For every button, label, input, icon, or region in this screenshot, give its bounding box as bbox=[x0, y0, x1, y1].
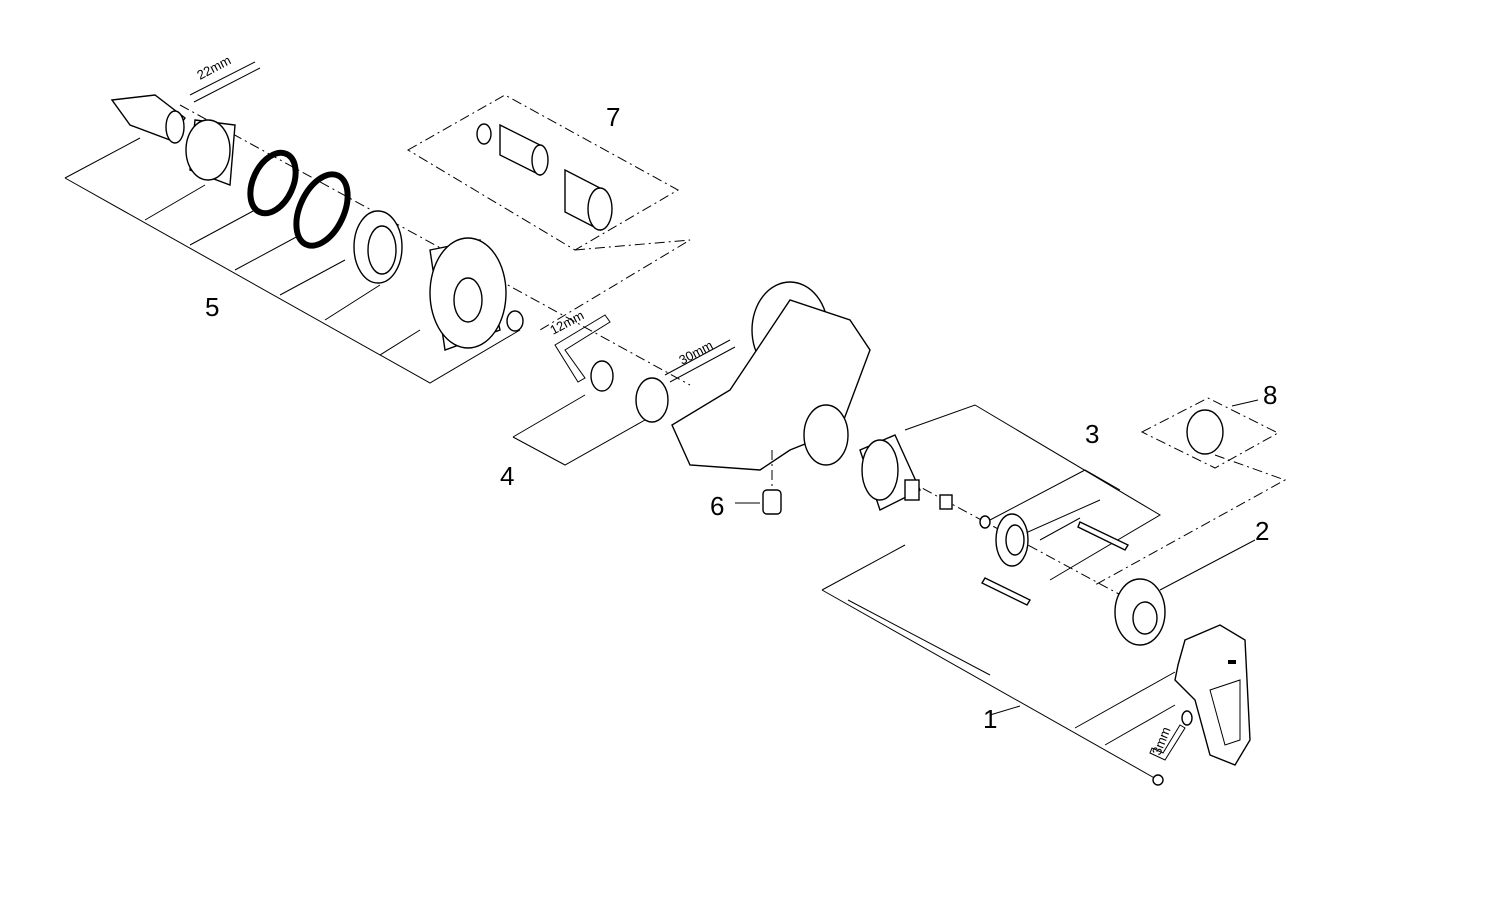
screw-part bbox=[981, 577, 1031, 606]
kit-7-box bbox=[407, 94, 691, 331]
leader-group-1 bbox=[821, 539, 1256, 781]
callout-1: 1 bbox=[983, 704, 997, 734]
wrench-22mm-icon: 22mm bbox=[189, 52, 261, 103]
callout-4: 4 bbox=[500, 461, 514, 491]
screw-part bbox=[1077, 521, 1129, 551]
nut-part bbox=[635, 377, 669, 423]
callout-3: 3 bbox=[1085, 419, 1099, 449]
o-ring-part bbox=[247, 149, 299, 217]
callout-7: 7 bbox=[606, 102, 620, 132]
group-5-parts bbox=[110, 94, 524, 351]
svg-text:30mm: 30mm bbox=[676, 337, 715, 367]
nipple-part bbox=[590, 360, 614, 392]
svg-text:22mm: 22mm bbox=[194, 52, 233, 82]
hex-key-3mm-icon: 3mm bbox=[1149, 724, 1186, 761]
washer-part bbox=[506, 310, 524, 332]
kit-8-box bbox=[1094, 397, 1287, 586]
svg-text:12mm: 12mm bbox=[547, 307, 586, 337]
wrench-30mm-icon: 30mm bbox=[664, 337, 736, 383]
leader-group-3 bbox=[869, 404, 1161, 601]
leader-group-5 bbox=[64, 104, 691, 386]
callout-6: 6 bbox=[710, 491, 724, 521]
adapter-part bbox=[939, 494, 953, 510]
lever-handle-part bbox=[1174, 624, 1251, 766]
cartridge-part bbox=[859, 434, 1129, 606]
flow-restrictor-part bbox=[735, 489, 782, 515]
callout-2: 2 bbox=[1255, 516, 1269, 546]
leader-group-4 bbox=[512, 394, 646, 466]
washer-part bbox=[476, 123, 492, 145]
callout-8: 8 bbox=[1263, 380, 1277, 410]
cover-cap-part bbox=[1186, 409, 1224, 455]
logo-mark bbox=[1228, 660, 1236, 664]
grub-screw-part bbox=[1181, 710, 1193, 726]
screw-cap-part bbox=[1152, 774, 1164, 786]
screw-part bbox=[979, 515, 991, 529]
callout-5: 5 bbox=[205, 292, 219, 322]
escutcheon-part bbox=[1114, 578, 1166, 646]
mixer-body-part bbox=[671, 281, 871, 495]
o-ring-part bbox=[293, 171, 351, 249]
